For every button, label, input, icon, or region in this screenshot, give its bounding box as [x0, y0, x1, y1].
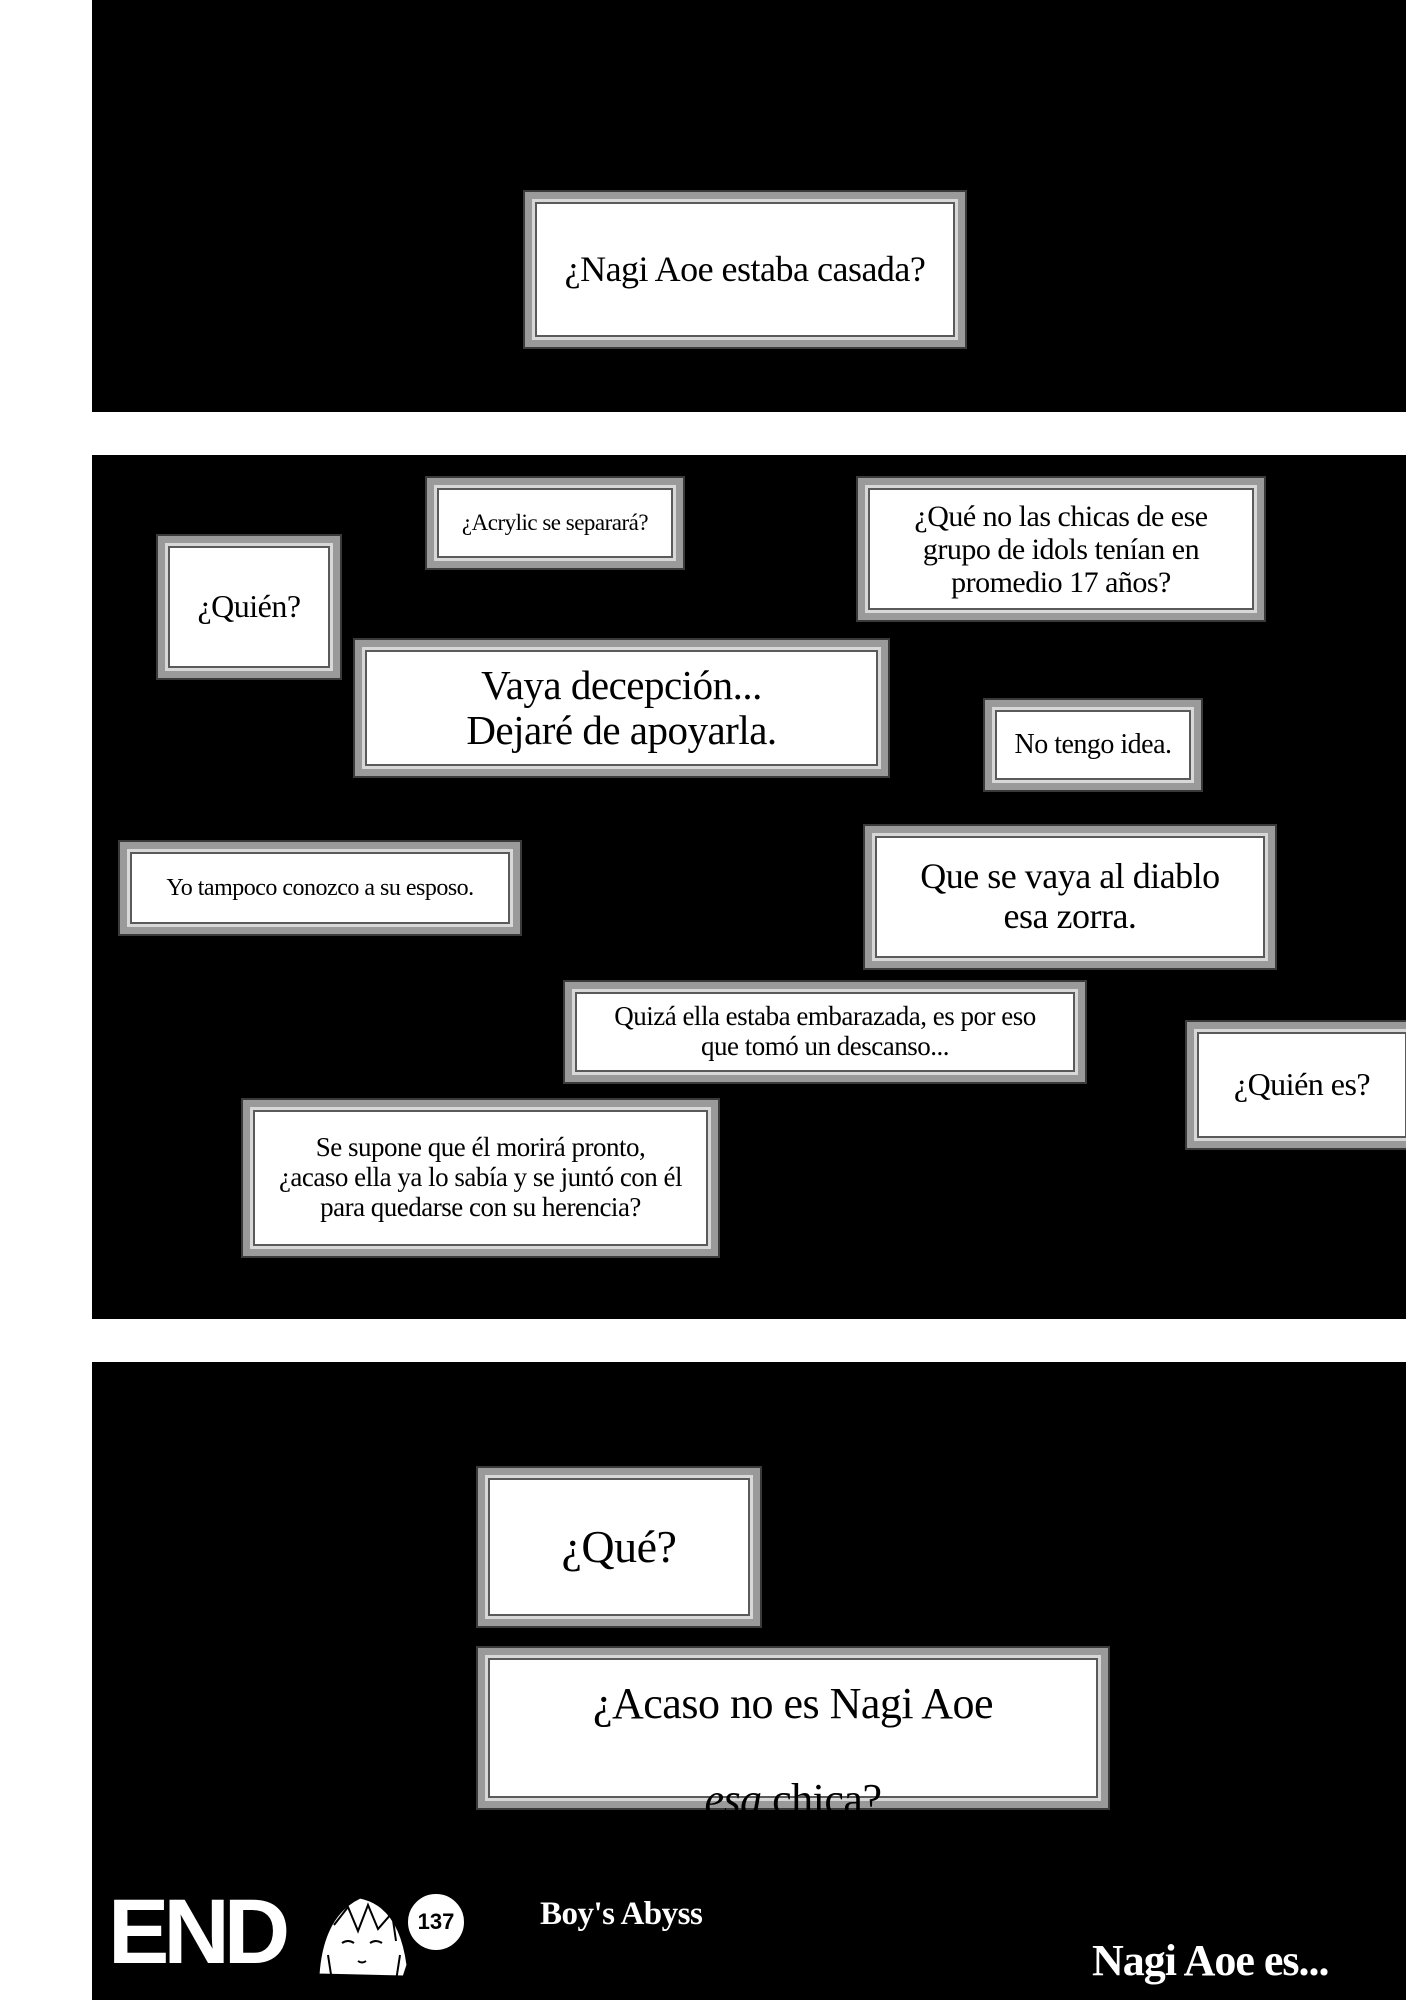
caption-line-2-rest: chica? [761, 1775, 882, 1825]
caption-text: ¿Quién es? [1233, 1066, 1371, 1103]
text-box-no-idea: No tengo idea. [985, 700, 1201, 790]
caption-text: Quizá ella estaba embarazada, es por eso… [614, 1001, 1036, 1061]
next-chapter-teaser: Nagi Aoe es... [1091, 1935, 1332, 1987]
text-box-insult: Que se vaya al diablo esa zorra. [865, 826, 1275, 968]
caption-text: ¿Nagi Aoe estaba casada? [564, 248, 926, 289]
caption-text: No tengo idea. [1014, 728, 1172, 760]
page-number-badge: 137 [404, 1890, 468, 1954]
end-logo: END [106, 1881, 292, 1983]
text-box-inheritance: Se supone que él morirá pronto, ¿acaso e… [243, 1100, 718, 1256]
caption-line-1: ¿Acaso no es Nagi Aoe [592, 1678, 994, 1728]
caption-line-2: esa chica? [704, 1775, 881, 1824]
caption-text: Yo tampoco conozco a su esposo. [166, 874, 474, 901]
caption-text: Que se vaya al diablo esa zorra. [920, 856, 1220, 936]
text-box-pregnant: Quizá ella estaba embarazada, es por eso… [565, 982, 1085, 1082]
caption-text: ¿Acrylic se separará? [461, 510, 649, 536]
emphasis-word: esa [704, 1775, 762, 1825]
text-box-husband-unknown: Yo tampoco conozco a su esposo. [120, 842, 520, 934]
title-underline [470, 1948, 842, 1951]
text-box-who: ¿Quién? [158, 536, 340, 678]
text-box-what: ¿Qué? [478, 1468, 760, 1626]
caption-text: ¿Quién? [197, 588, 301, 625]
text-box-who-is-it: ¿Quién es? [1187, 1022, 1406, 1148]
caption-text: Vaya decepción... Dejaré de apoyarla. [466, 661, 777, 753]
text-box-disappointment: Vaya decepción... Dejaré de apoyarla. [355, 640, 888, 776]
text-box-married-question: ¿Nagi Aoe estaba casada? [525, 192, 965, 347]
series-title: Boy's Abyss [539, 1895, 704, 1933]
text-box-isnt-it-nagi: ¿Acaso no es Nagi Aoe esa chica? [478, 1648, 1108, 1824]
character-portrait-icon [308, 1885, 418, 1985]
caption-text: ¿Qué? [561, 1520, 677, 1572]
end-label: END [106, 1881, 292, 1983]
text-box-idols-age: ¿Qué no las chicas de ese grupo de idols… [858, 478, 1264, 620]
caption-text: ¿Qué no las chicas de ese grupo de idols… [914, 499, 1208, 599]
caption-text: ¿Acaso no es Nagi Aoe esa chica? [592, 1631, 994, 1825]
text-box-acrylic-split: ¿Acrylic se separará? [427, 478, 683, 568]
caption-text: Se supone que él morirá pronto, ¿acaso e… [278, 1132, 683, 1222]
